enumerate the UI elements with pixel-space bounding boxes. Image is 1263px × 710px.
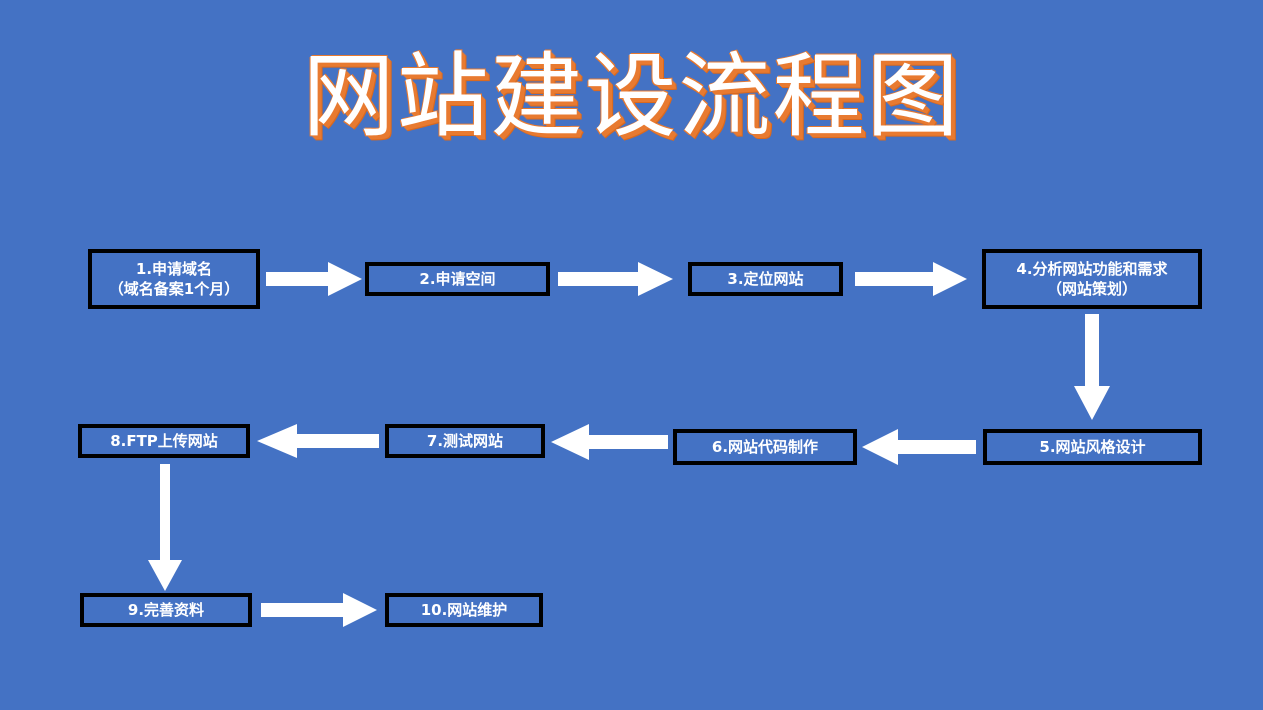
arrow-left-icon-7-8 [257,424,379,458]
flow-node-2-label: 2.申请空间 [419,270,496,288]
page-title: 网站建设流程图 [302,43,961,150]
flow-node-6[interactable]: 6.网站代码制作 [673,429,857,465]
arrow-right-icon-2-3 [558,262,673,296]
flow-node-1-label: 1.申请域名 [135,260,213,278]
flow-node-9-label: 9.完善资料 [127,601,205,619]
flow-node-1-sublabel: （域名备案1个月） [108,280,240,298]
arrow-down-icon-8-9 [148,464,182,591]
flow-node-7-label: 7.测试网站 [426,432,504,450]
flow-node-4-label: 4.分析网站功能和需求 [1016,260,1168,278]
flow-node-10[interactable]: 10.网站维护 [385,593,543,627]
flow-node-10-label: 10.网站维护 [420,601,508,619]
flow-node-7[interactable]: 7.测试网站 [385,424,545,458]
flow-node-5[interactable]: 5.网站风格设计 [983,429,1202,465]
flow-node-9[interactable]: 9.完善资料 [80,593,252,627]
flow-node-1[interactable]: 1.申请域名 （域名备案1个月） [88,249,260,309]
flow-node-8[interactable]: 8.FTP上传网站 [78,424,250,458]
arrow-left-icon-6-7 [551,424,668,460]
arrow-right-icon-9-10 [261,593,377,627]
arrow-down-icon-4-5 [1074,314,1110,420]
arrow-right-icon-1-2 [266,262,362,296]
flow-node-2[interactable]: 2.申请空间 [365,262,550,296]
flow-node-4[interactable]: 4.分析网站功能和需求 （网站策划） [982,249,1202,309]
flow-node-3-label: 3.定位网站 [727,270,804,288]
flow-node-4-sublabel: （网站策划） [1046,280,1137,298]
arrow-left-icon-5-6 [862,429,976,465]
flow-node-6-label: 6.网站代码制作 [711,438,819,456]
arrow-right-icon-3-4 [855,262,967,296]
flow-node-3[interactable]: 3.定位网站 [688,262,843,296]
flow-node-5-label: 5.网站风格设计 [1039,438,1146,456]
flow-node-8-label: 8.FTP上传网站 [110,432,218,450]
